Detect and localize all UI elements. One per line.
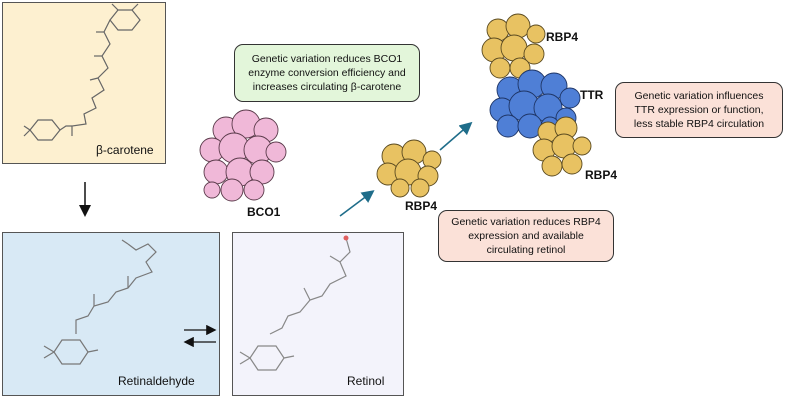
rbp4-free-label: RBP4: [405, 199, 438, 213]
beta-carotene-label: β-carotene: [96, 143, 154, 157]
ttr-variation-note: Genetic variation influences TTR express…: [615, 82, 783, 138]
ttr-protein-icon: [489, 69, 581, 139]
binding-arrow-2: [439, 121, 473, 151]
beta-carotene-structure: [23, 3, 141, 141]
rbp4-bottom-label: RBP4: [585, 168, 618, 182]
binding-arrow-1: [339, 190, 375, 217]
retinaldehyde-structure: [43, 239, 157, 365]
rbp4-top-protein-icon: [481, 13, 546, 79]
rbp4-variation-note: Genetic variation reduces RBP4 expressio…: [438, 210, 614, 262]
retinol-panel: [232, 232, 404, 396]
retinol-label: Retinol: [347, 374, 385, 388]
beta-carotene-panel: [2, 2, 166, 164]
bco1-label: BCO1: [247, 205, 281, 219]
rbp4-bottom-protein-icon: [532, 116, 592, 177]
retinol-hydroxyl: [343, 235, 349, 241]
rbp4-top-label: RBP4: [546, 30, 579, 44]
ttr-label: TTR: [580, 88, 604, 102]
retinaldehyde-label: Retinaldehyde: [118, 374, 195, 388]
bco1-protein-icon: [199, 109, 287, 202]
bco1-variation-note: Genetic variation reduces BCO1 enzyme co…: [234, 44, 420, 102]
retinol-structure: [239, 237, 351, 371]
retinaldehyde-panel: [2, 232, 220, 396]
rbp4-free-protein-icon: [376, 139, 442, 198]
